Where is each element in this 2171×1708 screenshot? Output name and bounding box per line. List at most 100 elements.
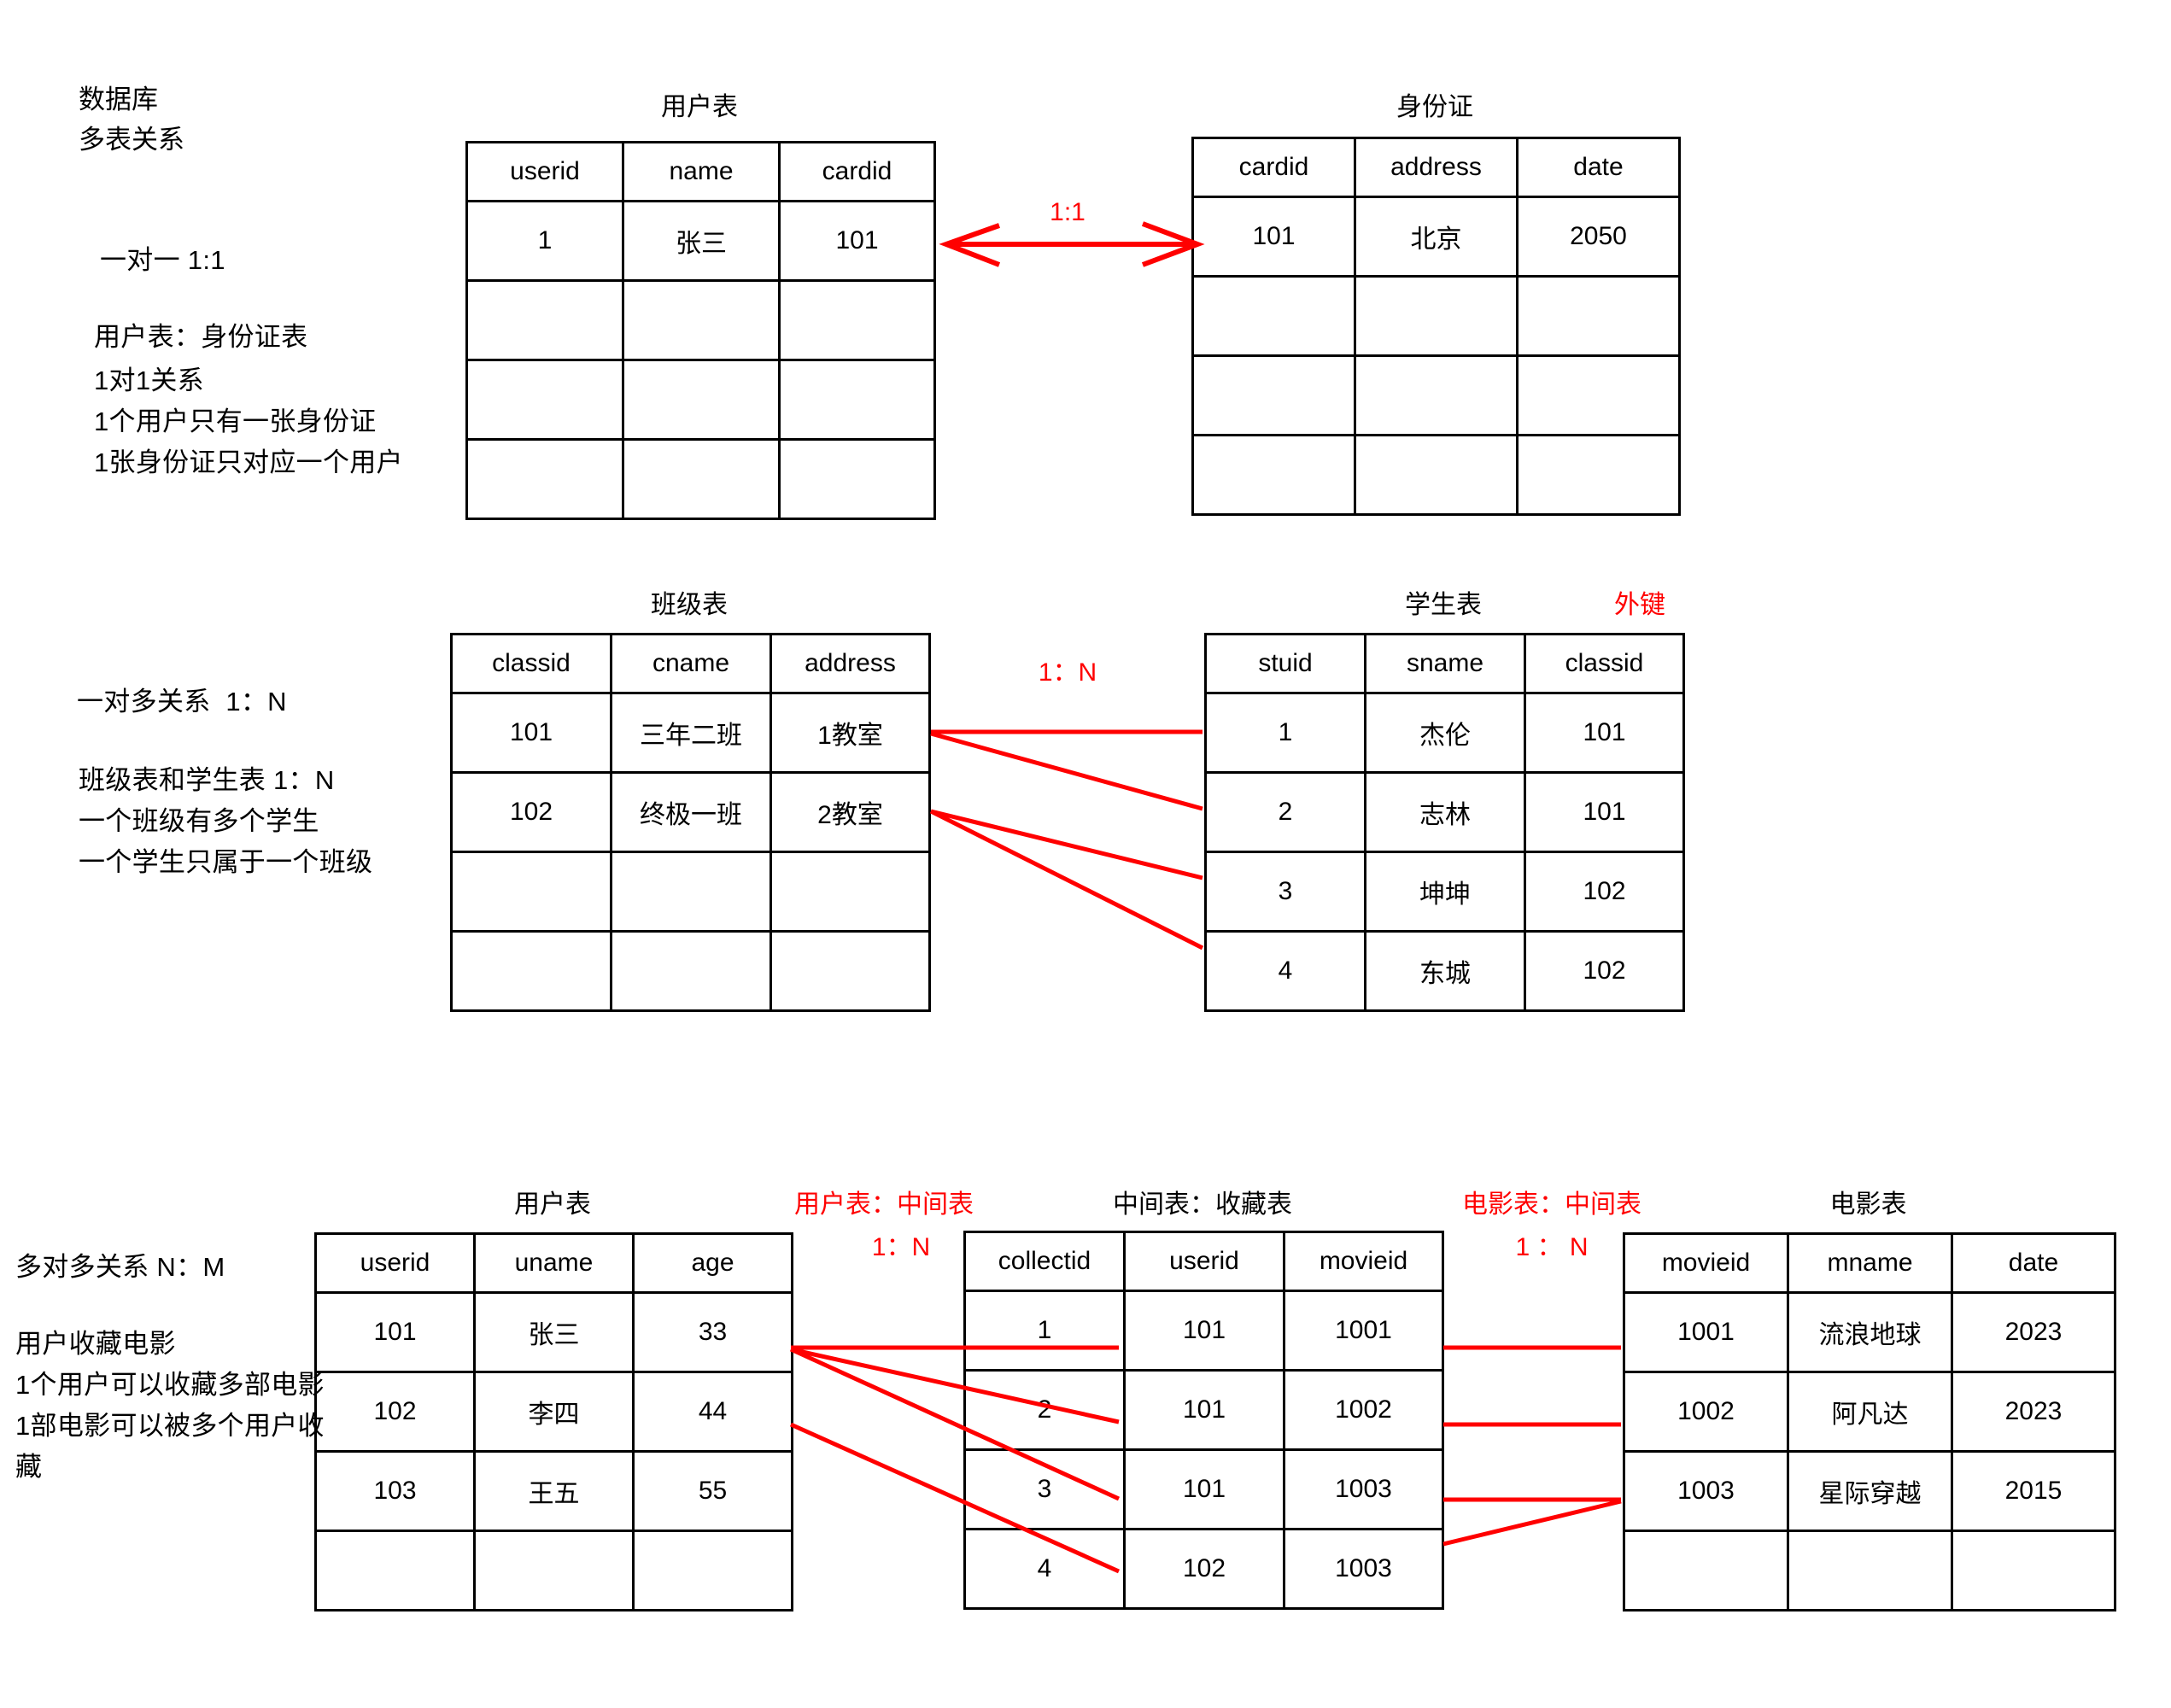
table-row [1191,354,1681,436]
col-header-collectid: collectid [963,1231,1126,1292]
cell: 1002 [1623,1371,1789,1453]
cell [1191,434,1356,516]
cell: 志林 [1364,771,1526,853]
table-title-movie: 电影表 [1829,1190,1907,1219]
col-header-age: age [632,1232,793,1294]
table-row: 103 王五 55 [314,1450,793,1532]
table-row [1623,1530,2116,1611]
note-1-n-line-3: 一个学生只属于一个班级 [79,847,373,877]
cell: 流浪地球 [1787,1291,1953,1373]
cell: 1001 [1623,1291,1789,1373]
cell [1354,434,1519,516]
table-row [465,438,936,520]
cell: 101 [1123,1448,1285,1530]
cell [622,279,781,361]
cell [450,851,612,933]
cell: 4 [963,1528,1126,1610]
note-1-1-line-4: 1张身份证只对应一个用户 [94,447,403,477]
cell [465,438,624,520]
cell: 102 [1123,1528,1285,1610]
cell: 101 [314,1291,476,1373]
table-row: 1 张三 101 [465,200,936,282]
table-row: 2 101 1002 [963,1369,1444,1451]
col-header-mname: mname [1787,1232,1953,1294]
cell: 44 [632,1371,793,1453]
table-row [450,851,931,933]
table-title-user-mm: 用户表 [514,1190,591,1219]
col-header-userid: userid [1123,1231,1285,1292]
table-header-row: userid uname age [314,1232,793,1294]
table-row: 4 东城 102 [1204,930,1685,1012]
note-1-1-line-2: 1对1关系 [94,366,204,395]
cell: 1 [963,1290,1126,1372]
col-header-date: date [1516,137,1681,198]
cell [1354,275,1519,357]
col-header-userid: userid [465,141,624,202]
table-row: 3 坤坤 102 [1204,851,1685,933]
cell: 4 [1204,930,1366,1012]
note-1-n-line-1: 班级表和学生表 1：N [79,765,335,795]
connector-class-student [929,729,1204,951]
page-title-line-1: 数据库 [79,85,158,114]
table-row: 3 101 1003 [963,1448,1444,1530]
cell: 1 [465,200,624,282]
cell: 1003 [1623,1450,1789,1532]
cell [465,359,624,441]
table-header-row: movieid mname date [1623,1232,2116,1294]
cell: 终极一班 [610,771,772,853]
cell [1516,434,1681,516]
cell: 102 [450,771,612,853]
table-title-class: 班级表 [651,591,728,619]
cell: 101 [1123,1290,1285,1372]
table-row: 2 志林 101 [1204,771,1685,853]
cell [610,930,772,1012]
cell: 102 [314,1371,476,1453]
cell [1623,1530,1789,1611]
note-n-m-line-3: 1部电影可以被多个用户收 [15,1411,325,1441]
col-header-address: address [1354,137,1519,198]
cell: 三年二班 [610,692,772,774]
cell [778,279,936,361]
table-row [465,279,936,361]
cell [622,359,781,441]
table-row: 1002 阿凡达 2023 [1623,1371,2116,1453]
note-n-m-line-1: 用户收藏电影 [15,1329,176,1359]
table-row [465,359,936,441]
col-header-cname: cname [610,633,772,694]
table-title-user: 用户表 [661,93,738,121]
cell: 2050 [1516,196,1681,278]
table-middle-collect: collectid userid movieid 1 101 1001 2 10… [963,1231,1444,1610]
cell [1516,275,1681,357]
section-heading-one-to-one: 一对一 1:1 [100,245,225,275]
table-header-row: userid name cardid [465,141,936,202]
cell [314,1530,476,1611]
cell: 阿凡达 [1787,1371,1953,1453]
note-1-1-line-1: 用户表：身份证表 [94,322,308,352]
table-student: stuid sname classid 1 杰伦 101 2 志林 101 3 … [1204,633,1685,1012]
cell: 55 [632,1450,793,1532]
table-row: 1001 流浪地球 2023 [1623,1291,2116,1373]
cell [1787,1530,1953,1611]
cell [465,279,624,361]
col-header-cardid: cardid [1191,137,1356,198]
section-heading-one-to-many: 一对多关系 1：N [77,687,287,717]
col-header-movieid: movieid [1283,1231,1444,1292]
cell: 东城 [1364,930,1526,1012]
cell: 2015 [1951,1450,2116,1532]
cell: 2 [1204,771,1366,853]
relation-label-one-to-one: 1:1 [1050,198,1086,226]
table-row [1191,275,1681,357]
col-header-classid: classid [450,633,612,694]
cell [1951,1530,2116,1611]
cell [770,851,931,933]
cell [778,359,936,441]
table-row: 4 102 1003 [963,1528,1444,1610]
foreign-key-label: 外键 [1614,591,1665,619]
col-header-sname: sname [1364,633,1526,694]
col-header-uname: uname [473,1232,635,1294]
table-row: 101 北京 2050 [1191,196,1681,278]
table-header-row: collectid userid movieid [963,1231,1444,1292]
page-title-line-2: 多表关系 [79,125,184,155]
col-header-address: address [770,633,931,694]
